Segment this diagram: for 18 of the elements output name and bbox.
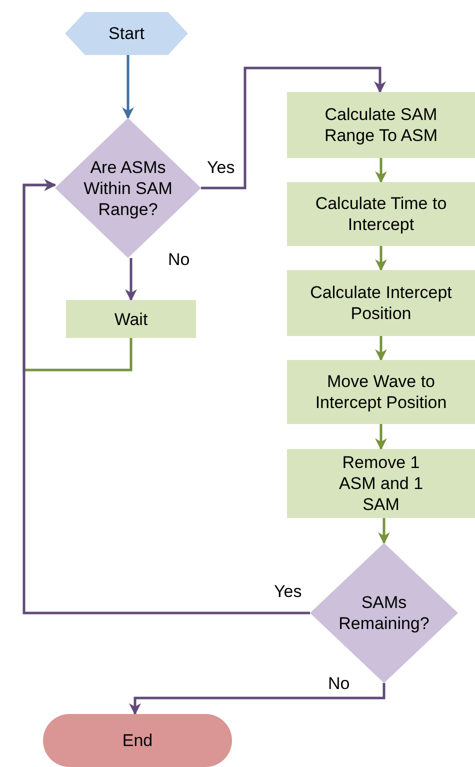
- arrow: [375, 246, 387, 272]
- arrow: [375, 424, 387, 450]
- process-box: Wait: [66, 300, 196, 338]
- arrow: [125, 258, 137, 302]
- end-terminal: End: [43, 714, 232, 767]
- arrow: [375, 158, 387, 184]
- process-box: Move Wave to Intercept Position: [287, 360, 475, 424]
- arrow: [201, 66, 386, 190]
- process-box: Calculate Time to Intercept: [287, 182, 475, 246]
- process-box: Calculate SAM Range To ASM: [287, 92, 475, 158]
- arrow: [122, 55, 134, 120]
- arrow: [129, 683, 386, 716]
- arrow: [378, 518, 390, 544]
- arrow: [22, 179, 310, 614]
- process-box: Remove 1 ASM and 1 SAM: [287, 449, 475, 518]
- start-terminal: Start: [65, 12, 188, 55]
- arrow: [375, 336, 387, 362]
- process-box: Calculate Intercept Position: [287, 270, 475, 336]
